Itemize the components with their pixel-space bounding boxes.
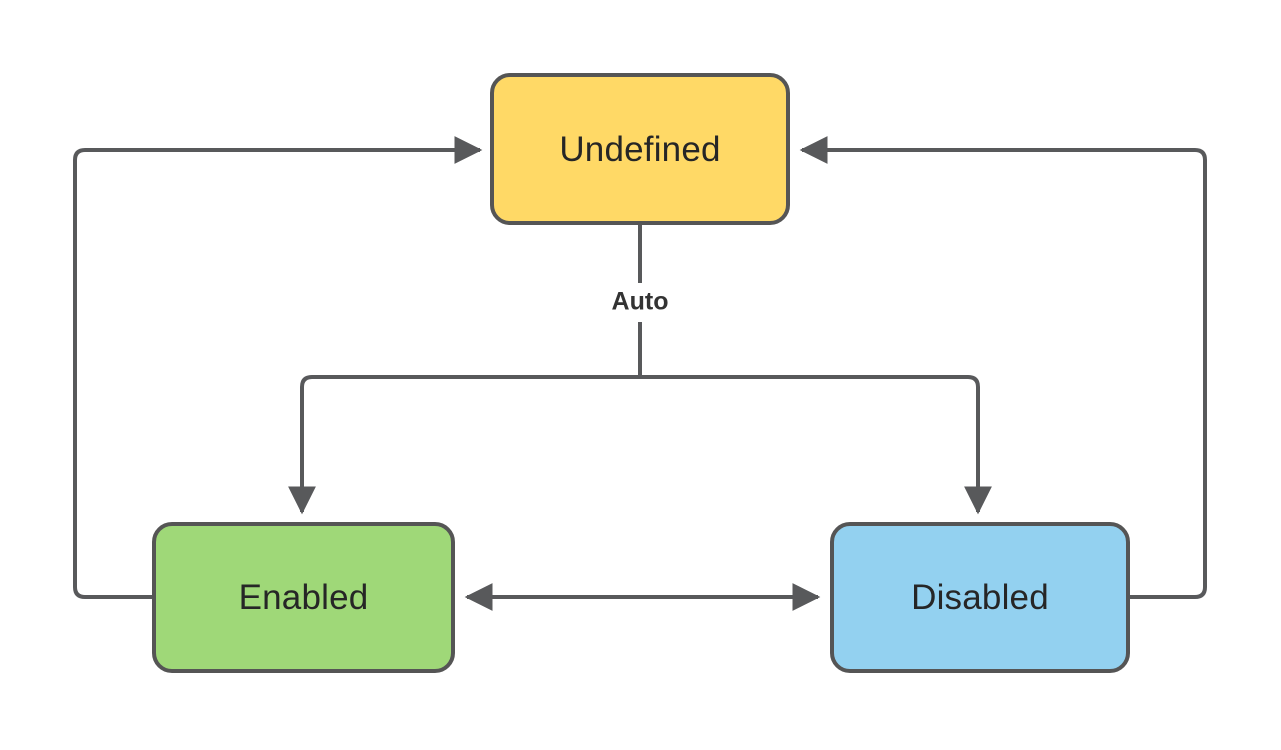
state-node-disabled-label: Disabled bbox=[911, 578, 1049, 617]
state-node-undefined[interactable]: Undefined bbox=[490, 73, 790, 225]
edge-undefined-to-enabled bbox=[288, 375, 640, 515]
edge-label-auto: Auto bbox=[603, 286, 677, 318]
state-node-enabled-label: Enabled bbox=[238, 578, 369, 617]
edge-undefined-to-disabled bbox=[640, 375, 992, 515]
edge-enabled-to-undefined bbox=[73, 136, 483, 599]
state-node-enabled[interactable]: Enabled bbox=[152, 522, 455, 673]
edge-disabled-to-undefined bbox=[799, 136, 1207, 599]
state-node-undefined-label: Undefined bbox=[559, 129, 721, 169]
state-node-disabled[interactable]: Disabled bbox=[830, 522, 1130, 673]
